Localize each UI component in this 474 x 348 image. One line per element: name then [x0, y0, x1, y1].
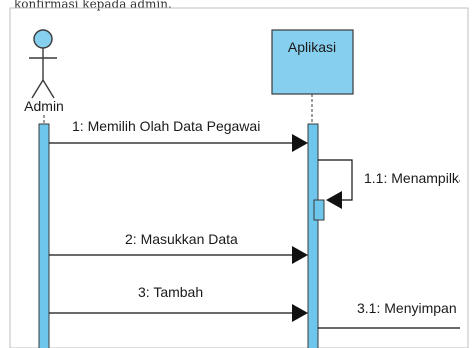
message-3: 3: Tambah: [49, 284, 308, 322]
system-label: Aplikasi: [288, 39, 336, 55]
message-2-arrowhead: [292, 246, 308, 264]
message-2: 2: Masukkan Data: [49, 231, 308, 264]
self-message-line: [318, 159, 353, 201]
message-3-label: 3: Tambah: [138, 284, 203, 300]
message-3-1: 3.1: Menyimpan I: [318, 300, 464, 329]
nested-activation-bar: [313, 199, 325, 221]
system-aplikasi: Aplikasi: [271, 29, 354, 95]
message-1-label: 1: Memilih Olah Data Pegawai: [72, 118, 260, 134]
message-1: 1: Memilih Olah Data Pegawai: [49, 118, 308, 152]
actor-activation-bar: [38, 123, 50, 348]
message-3-arrowhead: [292, 304, 308, 322]
message-2-label: 2: Masukkan Data: [125, 231, 238, 247]
system-activation-bar: [307, 123, 319, 348]
message-1-1: 1.1: Menampilkan: [313, 159, 474, 221]
message-1-1-label: 1.1: Menampilkan: [364, 170, 474, 186]
message-3-1-label: 3.1: Menyimpan I: [357, 300, 464, 316]
actor-right-leg: [42, 79, 55, 99]
actor-admin: Admin: [24, 29, 64, 114]
actor-head: [33, 29, 53, 49]
caption-fragment: konfirmasi kepada admin.: [14, 0, 172, 11]
actor-left-leg: [31, 79, 44, 99]
system-box: [271, 29, 354, 95]
self-message-arrowhead: [326, 191, 342, 209]
diagram-frame: [9, 7, 469, 348]
message-1-arrowhead: [292, 134, 308, 152]
actor-label: Admin: [24, 98, 64, 114]
